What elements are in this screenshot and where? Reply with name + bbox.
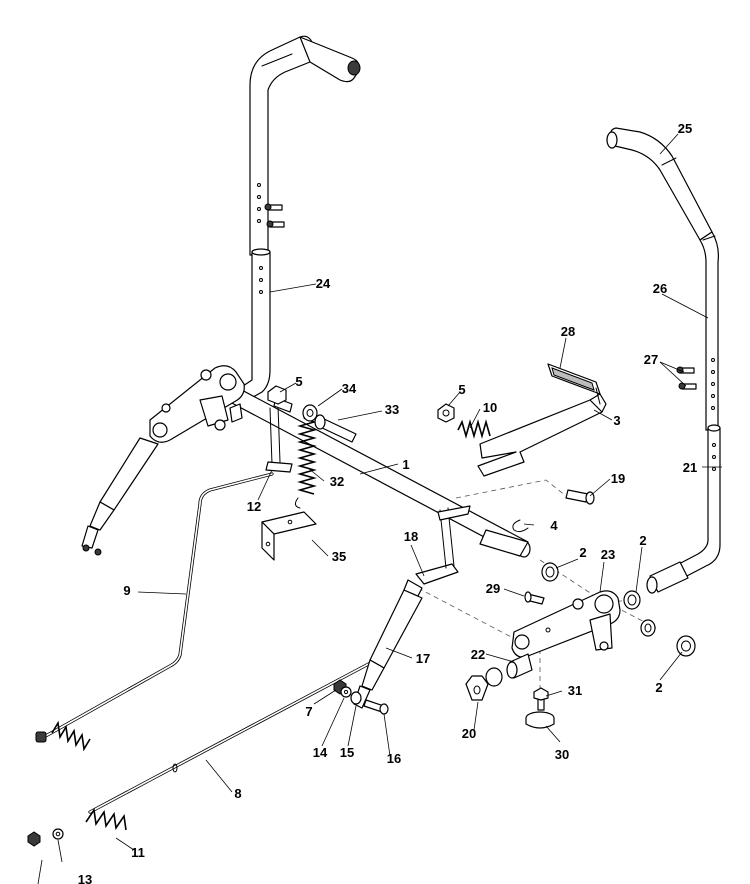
callout-17: 17	[416, 651, 430, 666]
left-damper	[81, 437, 159, 556]
callout-18: 18	[404, 529, 418, 544]
callout-26: 26	[653, 281, 667, 296]
handle-bolts-left	[264, 203, 285, 228]
washer-14	[340, 686, 352, 698]
callout-2: 2	[639, 533, 646, 548]
washer-nut-13	[27, 828, 64, 847]
right-lower-tube	[646, 424, 721, 594]
pin-33	[314, 414, 357, 443]
bracket-35	[261, 511, 317, 561]
brake-arm-3	[477, 393, 607, 477]
callout-20: 20	[462, 726, 476, 741]
callout-27: 27	[644, 352, 658, 367]
callout-28: 28	[561, 324, 575, 339]
pad-30	[525, 711, 555, 729]
rod-9	[35, 472, 274, 752]
bolt-19	[565, 489, 595, 505]
bolt-29	[524, 591, 545, 605]
callout-31: 31	[568, 683, 582, 698]
callout-19: 19	[611, 471, 625, 486]
left-lower-tube	[239, 248, 271, 401]
callout-9: 9	[123, 583, 130, 598]
callout-2: 2	[655, 680, 662, 695]
nut-20	[465, 667, 503, 701]
callout-33: 33	[385, 402, 399, 417]
callout-8: 8	[234, 786, 241, 801]
callout-1: 1	[402, 457, 409, 472]
left-upper-handle	[249, 35, 361, 256]
bushing-2-a	[541, 562, 559, 582]
right-control-arm	[511, 590, 621, 658]
left-control-arm	[149, 365, 245, 443]
callout-29: 29	[486, 581, 500, 596]
callout-30: 30	[555, 747, 569, 762]
callout-24: 24	[316, 276, 331, 291]
callout-21: 21	[683, 460, 697, 475]
spacer-22	[506, 653, 533, 679]
clip-4	[512, 519, 529, 533]
callout-23: 23	[601, 547, 615, 562]
bracket-18	[415, 505, 471, 585]
callout-5: 5	[295, 374, 302, 389]
callout-7: 7	[305, 704, 312, 719]
link-12	[265, 397, 293, 473]
callout-2: 2	[579, 545, 586, 560]
callout-4: 4	[550, 518, 558, 533]
callout-10: 10	[483, 400, 497, 415]
nut-5-center	[437, 403, 455, 423]
spacer-15	[350, 691, 362, 705]
callout-13: 13	[78, 872, 92, 884]
callout-5: 5	[458, 382, 465, 397]
right-upper-handle	[606, 127, 719, 431]
bushing-2-c	[640, 619, 656, 637]
callout-12: 12	[247, 499, 261, 514]
callout-32: 32	[330, 474, 344, 489]
stop-bolt-31	[533, 687, 549, 711]
callout-16: 16	[387, 751, 401, 766]
nut-5-left	[267, 385, 287, 405]
callout-14: 14	[313, 745, 328, 760]
callout-labels: 1 2 2 2 2 3 4 5 5 7 8 9 10 11 12 13 14 1…	[78, 121, 697, 884]
callout-3: 3	[613, 413, 620, 428]
callout-11: 11	[131, 845, 145, 860]
spring-10	[457, 419, 491, 439]
callout-35: 35	[332, 549, 346, 564]
pedal-28	[547, 363, 601, 405]
bushing-2-b	[623, 590, 641, 610]
callout-34: 34	[342, 381, 357, 396]
leader-lines	[37, 133, 722, 884]
rod-8	[85, 658, 378, 831]
callout-15: 15	[340, 745, 354, 760]
callout-25: 25	[678, 121, 692, 136]
spacer-34	[302, 404, 318, 422]
bushing-2-d	[676, 635, 696, 657]
callout-22: 22	[471, 647, 485, 662]
right-damper-17	[353, 579, 423, 709]
bolt-16	[363, 699, 389, 715]
